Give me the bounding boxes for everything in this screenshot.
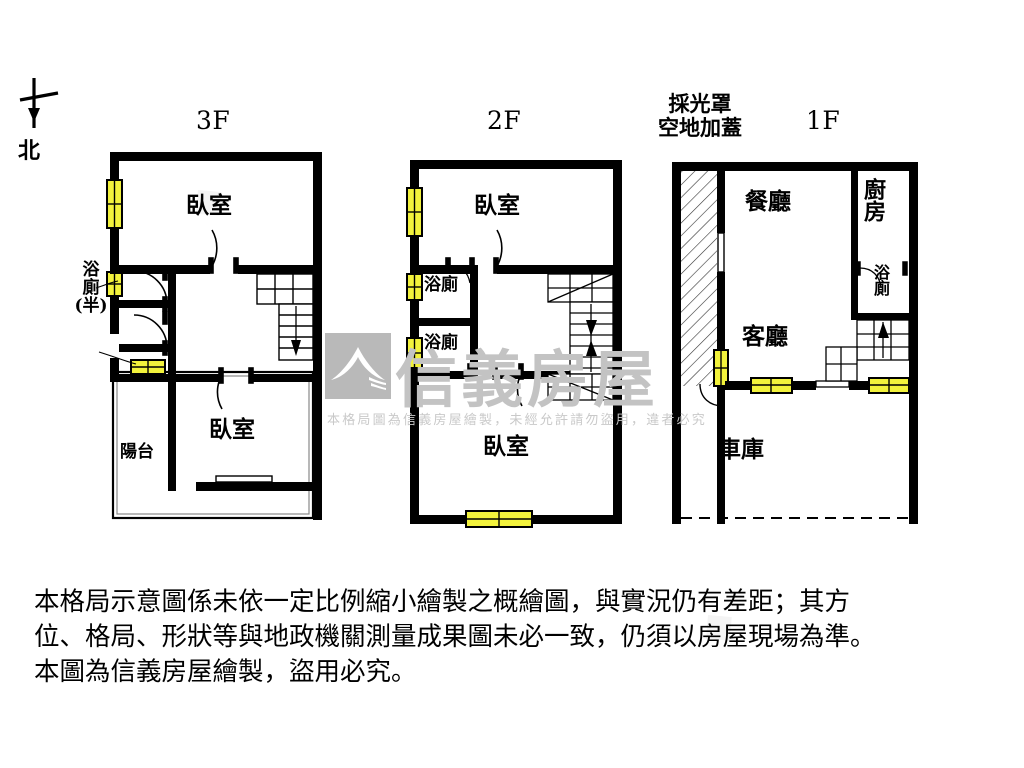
1f-garage-opening (815, 380, 850, 388)
2f-doors (445, 229, 524, 407)
room-label-3f-bedroom-rear: 臥室 (209, 416, 255, 443)
callout-3f-half-bath-line1: 浴 (82, 260, 100, 280)
3f-staircase (256, 273, 314, 361)
2f-window-bedroom (406, 187, 423, 237)
2f-window-bath-lower (406, 337, 423, 369)
disclaimer-line-2: 位、格局、形狀等與地政機關測量成果圖未必一致，仍須以房屋現場為準。 (34, 622, 876, 653)
callout-3f-half-bath: 浴 廁 (半) (63, 260, 119, 316)
1f-living-garage-wall (725, 381, 918, 390)
3f-window-corridor (130, 359, 166, 375)
3f-interior-walls (110, 265, 322, 491)
1f-lightwell-wall (717, 171, 725, 524)
1f-lightwell-door (717, 232, 725, 273)
floor-title-2f: 2F (487, 106, 522, 135)
3f-outer-walls (110, 152, 322, 520)
3f-callout-leaders (95, 280, 137, 365)
room-label-2f-bathroom-lower: 浴廁 (424, 333, 458, 353)
room-label-2f-bedroom-front: 臥室 (474, 192, 520, 219)
1f-lightwell-door-swing (699, 383, 724, 407)
1f-window-living (713, 349, 729, 387)
floor-3f-drawing (95, 152, 322, 520)
compass-label: 北 (18, 138, 41, 164)
room-label-1f-garage: 車庫 (718, 436, 764, 463)
room-label-3f-bedroom-front: 臥室 (186, 192, 232, 219)
3f-doors (133, 229, 254, 410)
callout-3f-half-bath-line3: (半) (74, 295, 108, 316)
disclaimer-text: 本格局示意圖係未依一定比例縮小繪製之概繪圖，與實況仍有差距；其方 位、格局、形狀… (34, 585, 994, 691)
floor-2f-drawing (406, 160, 622, 528)
1f-garage-window-left (750, 377, 793, 394)
1f-outer-walls (672, 162, 918, 524)
1f-staircase (825, 319, 910, 382)
room-label-1f-bathroom: 浴廁 (871, 264, 890, 296)
floor-1f-drawing (672, 162, 918, 524)
2f-window-rear (465, 510, 533, 528)
annotation-1f-light-well-line2: 空地加蓋 (658, 115, 742, 141)
2f-staircase (547, 273, 614, 401)
annotation-1f-light-well: 採光罩 空地加蓋 (625, 91, 775, 141)
1f-garage-window-right (868, 377, 910, 394)
1f-kitchen-bath-walls (851, 171, 909, 320)
floor-title-3f: 3F (196, 106, 231, 135)
callout-3f-half-bath-line2: 廁 (82, 277, 100, 298)
1f-light-well (681, 171, 717, 386)
floor-title-1f: 1F (806, 106, 841, 135)
room-label-1f-living: 客廳 (742, 323, 788, 350)
2f-window-bath-upper (406, 273, 423, 301)
annotation-1f-light-well-line1: 採光罩 (668, 91, 732, 116)
room-label-1f-kitchen: 廚房 (860, 178, 886, 222)
disclaimer-line-3: 本圖為信義房屋繪製，盜用必究。 (34, 657, 417, 688)
room-label-2f-bathroom-upper: 浴廁 (424, 275, 458, 295)
room-label-2f-bedroom-rear: 臥室 (483, 433, 529, 460)
3f-window-bedroom (106, 179, 123, 229)
compass-icon (19, 78, 59, 128)
disclaimer-line-1: 本格局示意圖係未依一定比例縮小繪製之概繪圖，與實況仍有差距；其方 (34, 587, 851, 617)
3f-rear-opening (215, 475, 273, 483)
1f-bath-door (855, 261, 908, 289)
room-label-3f-balcony: 陽台 (120, 442, 154, 462)
room-label-1f-dining: 餐廳 (745, 188, 791, 215)
